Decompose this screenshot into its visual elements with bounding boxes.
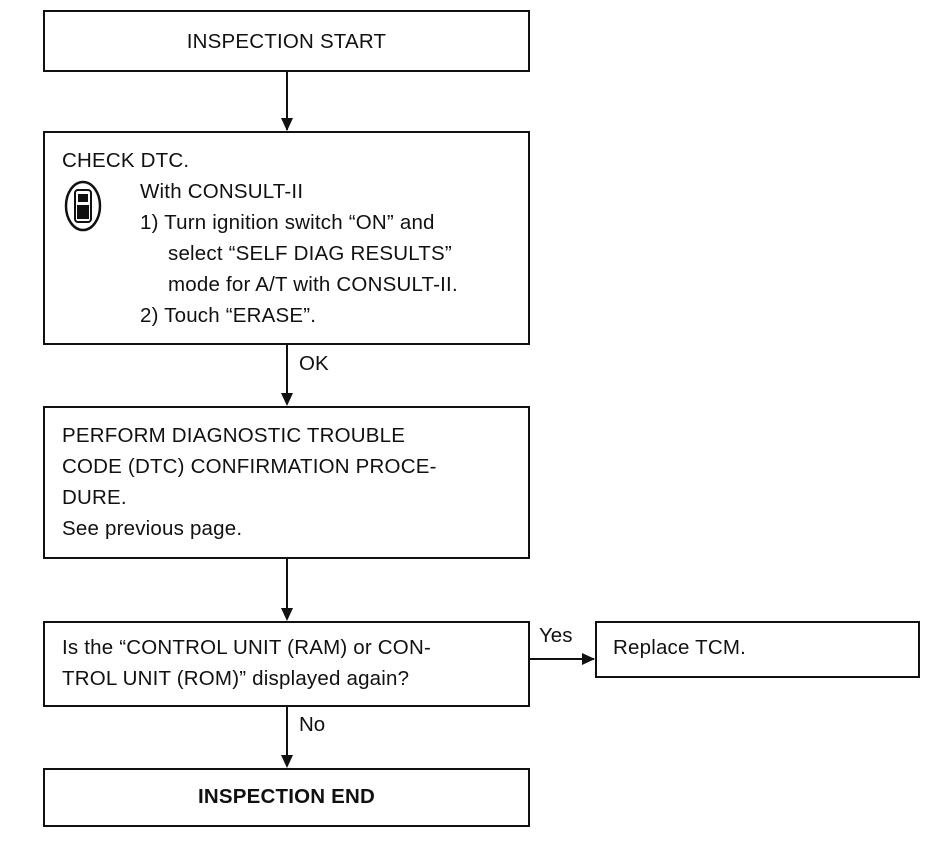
check-dtc-step1-line1: 1) Turn ignition switch “ON” and: [140, 211, 435, 234]
check-dtc-title: CHECK DTC.: [62, 149, 190, 172]
perform-line-2: CODE (DTC) CONFIRMATION PROCE-: [62, 455, 437, 478]
check-dtc-box: CHECK DTC. With CONSULT-II 1) Turn ignit…: [43, 131, 530, 345]
replace-tcm-box: Replace TCM.: [595, 621, 920, 678]
no-label: No: [299, 713, 326, 736]
perform-line-4: See previous page.: [62, 517, 243, 540]
check-dtc-step2: 2) Touch “ERASE”.: [140, 304, 317, 327]
perform-dtc-procedure-box: PERFORM DIAGNOSTIC TROUBLE CODE (DTC) CO…: [43, 406, 530, 559]
check-dtc-with: With CONSULT-II: [140, 180, 304, 203]
perform-line-3: DURE.: [62, 486, 127, 509]
yes-label: Yes: [539, 624, 573, 647]
replace-tcm-label: Replace TCM.: [613, 636, 747, 659]
question-box: Is the “CONTROL UNIT (RAM) or CON- TROL …: [43, 621, 530, 707]
ok-label: OK: [299, 352, 329, 375]
consult-tester-icon: [64, 180, 102, 232]
check-dtc-step1-line2: select “SELF DIAG RESULTS”: [168, 242, 452, 265]
perform-line-1: PERFORM DIAGNOSTIC TROUBLE: [62, 424, 406, 447]
question-line-2: TROL UNIT (ROM)” displayed again?: [62, 667, 410, 690]
inspection-start-label: INSPECTION START: [186, 30, 387, 53]
inspection-start-box: INSPECTION START: [43, 10, 530, 72]
inspection-end-box: INSPECTION END: [43, 768, 530, 827]
question-line-1: Is the “CONTROL UNIT (RAM) or CON-: [62, 636, 431, 659]
inspection-end-label: INSPECTION END: [197, 785, 376, 808]
check-dtc-step1-line3: mode for A/T with CONSULT-II.: [168, 273, 458, 296]
